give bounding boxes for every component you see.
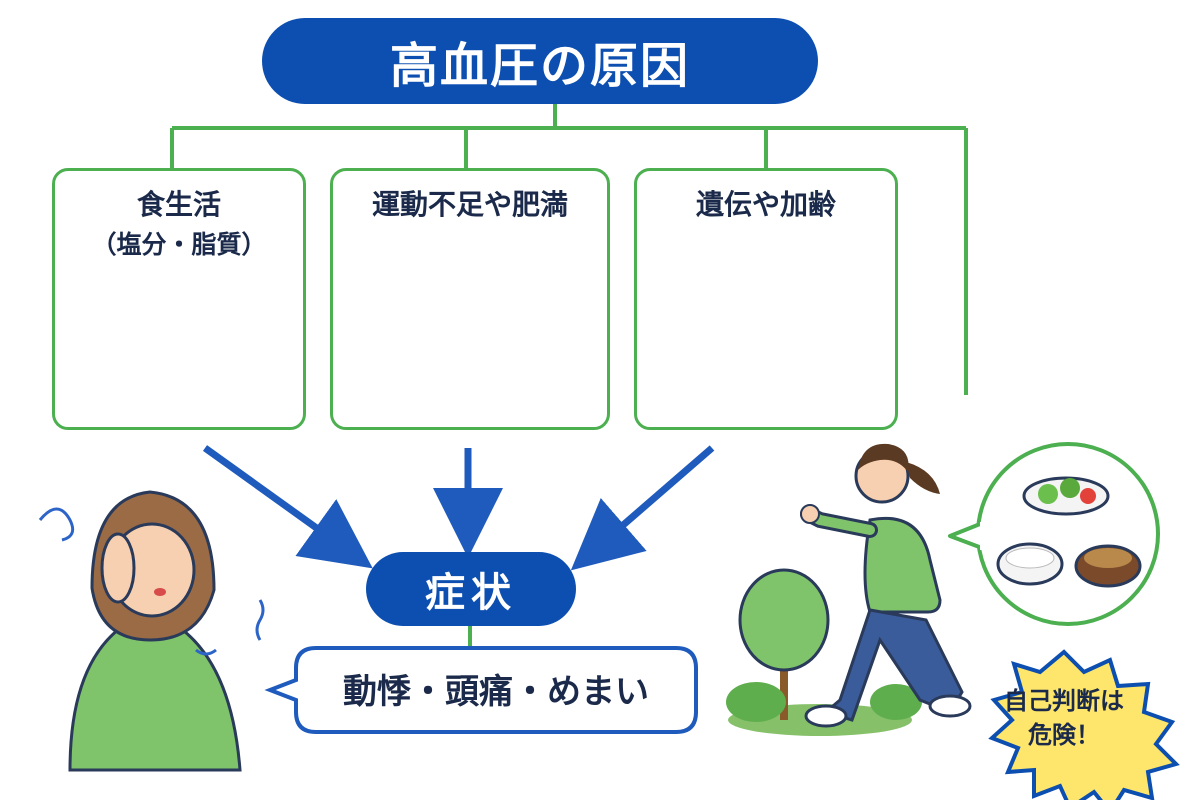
cause-arrows [202, 445, 715, 571]
cause-exercise-title: 運動不足や肥満 [371, 188, 568, 221]
cause-card-genetics: 遺伝や加齢 [634, 168, 898, 430]
diagram-title: 高血圧の原因 [262, 18, 818, 104]
healthy-meal-bubble-icon [948, 442, 1160, 626]
dizzy-woman-icon [38, 490, 265, 772]
tree-connectors [170, 104, 968, 648]
symptom-bubble [264, 646, 698, 734]
cause-card-diet: 食生活 （塩分・脂質） [52, 168, 306, 430]
warning-line2: 危険！ [1028, 721, 1100, 749]
cause-diet-title: 食生活 [136, 188, 221, 221]
warning-line1: 自己判断は [1004, 687, 1124, 715]
cause-card-exercise: 運動不足や肥満 [330, 168, 610, 430]
warning-starburst [988, 649, 1180, 800]
arrow-diet [202, 445, 373, 569]
jogging-woman-icon [800, 443, 972, 728]
cause-diet-subtitle: （塩分・脂質） [91, 230, 267, 259]
symptom-label: 症状 [366, 552, 576, 626]
cause-genetics-title: 遺伝や加齢 [695, 188, 836, 221]
arrow-genetics [570, 445, 715, 571]
warning-text: 自己判断は 危険！ [984, 684, 1144, 752]
symptom-description: 動悸・頭痛・めまい [343, 671, 649, 712]
